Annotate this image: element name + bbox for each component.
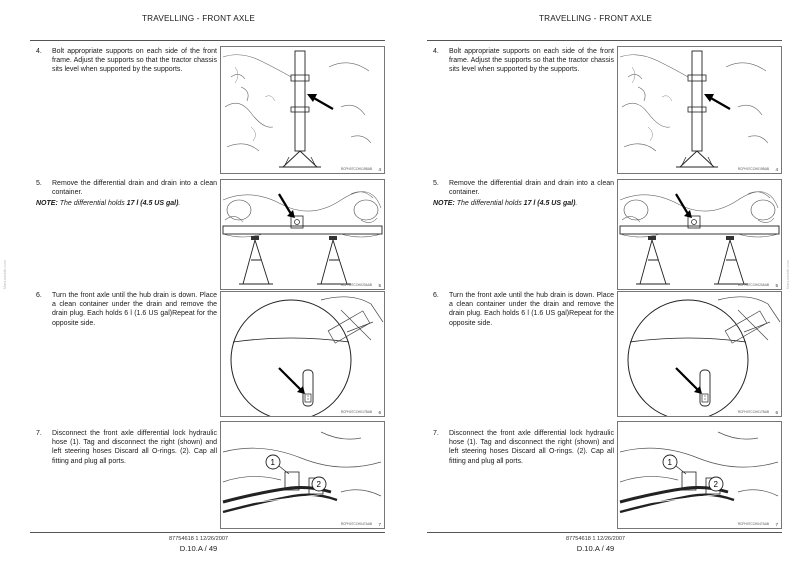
- callout-label-2: 2: [714, 480, 719, 489]
- figure-number: 5: [775, 283, 778, 288]
- step-number: 7.: [36, 430, 42, 437]
- figure-code: RCPH07CCH019BAB: [737, 167, 769, 171]
- footer-document-code: 87754618 1 12/26/2007: [565, 536, 626, 542]
- step-text: Bolt appropriate supports on each side o…: [52, 48, 217, 74]
- illustration-hydraulic-hoses: 1 2: [222, 431, 382, 517]
- step-text: Turn the front axle until the hub drain …: [449, 292, 614, 327]
- illustration-support-stand: [619, 50, 769, 168]
- header-rule: [427, 40, 782, 41]
- step-number: 4.: [36, 48, 42, 55]
- figure-code: RCPH07CCH047AAB: [737, 522, 769, 526]
- callout-label-1: 1: [668, 458, 673, 467]
- note-label: NOTE:: [36, 200, 58, 207]
- note-label: NOTE:: [433, 200, 455, 207]
- step-text: Disconnect the front axle differential l…: [52, 430, 217, 465]
- watermark-text: Manualsbtb.com: [785, 260, 790, 290]
- step-number: 6.: [433, 292, 439, 299]
- figure-number: 6: [775, 410, 778, 415]
- figure-code: RCPH07CCH020AAB: [340, 283, 372, 287]
- figure-number: 7: [775, 522, 778, 527]
- figure-code: RCPH07CCH020AAB: [737, 283, 769, 287]
- footer-page-number: D.10.A / 49: [179, 544, 218, 553]
- figure-6-hub-drain: RCPH07CCH017BAB 6: [617, 291, 782, 417]
- step-number: 4.: [433, 48, 439, 55]
- manual-page-left: TRAVELLING - FRONT AXLE Manualsbtb.com 4…: [2, 14, 385, 553]
- footer-rule: [30, 532, 385, 533]
- callout-label-1: 1: [271, 458, 276, 467]
- footer-rule: [427, 532, 782, 533]
- figure-code: RCPH07CCH017BAB: [737, 410, 769, 414]
- figure-code: RCPH07CCH047AAB: [340, 522, 372, 526]
- figure-7-hydraulic-hoses: 1 2 RCPH07CCH047AAB 7: [617, 421, 782, 529]
- step-number: 7.: [433, 430, 439, 437]
- page-header: TRAVELLING - FRONT AXLE: [141, 14, 256, 23]
- figure-4-support-stand: RCPH07CCH019BAB 4: [617, 46, 782, 174]
- figure-5-differential-drain: RCPH07CCH020AAB 5: [220, 179, 385, 290]
- page-header: TRAVELLING - FRONT AXLE: [538, 14, 653, 23]
- illustration-hub-drain: [230, 296, 384, 416]
- footer-page-number: D.10.A / 49: [576, 544, 615, 553]
- step-number: 5.: [36, 180, 42, 187]
- step-text: Remove the differential drain and drain …: [449, 180, 614, 197]
- step-text: Bolt appropriate supports on each side o…: [449, 48, 614, 74]
- callout-label-2: 2: [317, 480, 322, 489]
- step-text: Turn the front axle until the hub drain …: [52, 292, 217, 327]
- figure-4-support-stand: RCPH07CCH019BAB 4: [220, 46, 385, 174]
- figure-number: 5: [378, 283, 381, 288]
- step-5-note: NOTE: The differential holds 17 l (4.5 U…: [433, 199, 613, 208]
- footer-document-code: 87754618 1 12/26/2007: [168, 536, 229, 542]
- note-value: 17 l (4.5 US gal): [126, 200, 179, 207]
- step-number: 6.: [36, 292, 42, 299]
- note-text: The differential holds: [456, 200, 522, 207]
- illustration-support-stand: [222, 50, 372, 168]
- figure-7-hydraulic-hoses: 1 2 RCPH07CCH047AAB 7: [220, 421, 385, 529]
- figure-number: 4: [378, 167, 381, 172]
- illustration-hub-drain: [627, 296, 781, 416]
- header-rule: [30, 40, 385, 41]
- illustration-differential-drain: [222, 191, 383, 285]
- figure-6-hub-drain: RCPH07CCH017BAB 6: [220, 291, 385, 417]
- manual-page-right: TRAVELLING - FRONT AXLE Manualsbtb.com 4…: [397, 0, 794, 561]
- figure-number: 6: [378, 410, 381, 415]
- step-5-note: NOTE: The differential holds 17 l (4.5 U…: [36, 199, 216, 208]
- note-value: 17 l (4.5 US gal): [523, 200, 576, 207]
- figure-number: 4: [775, 167, 778, 172]
- illustration-differential-drain: [619, 191, 780, 285]
- watermark-text: Manualsbtb.com: [2, 260, 7, 290]
- note-end: .: [178, 200, 181, 207]
- step-text: Remove the differential drain and drain …: [52, 180, 217, 197]
- figure-5-differential-drain: RCPH07CCH020AAB 5: [617, 179, 782, 290]
- step-number: 5.: [433, 180, 439, 187]
- illustration-hydraulic-hoses: 1 2: [619, 431, 779, 517]
- note-end: .: [575, 200, 578, 207]
- step-text: Disconnect the front axle differential l…: [449, 430, 614, 465]
- note-text: The differential holds: [59, 200, 125, 207]
- figure-code: RCPH07CCH017BAB: [340, 410, 372, 414]
- figure-number: 7: [378, 522, 381, 527]
- figure-code: RCPH07CCH019BAB: [340, 167, 372, 171]
